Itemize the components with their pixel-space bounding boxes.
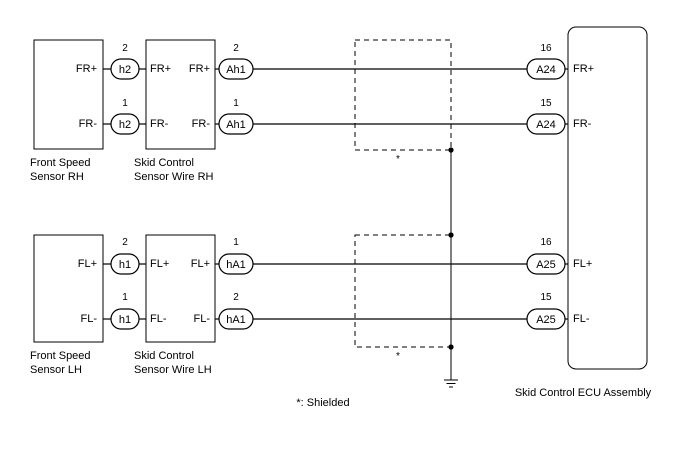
wire-lh-left-fl-minus: FL- xyxy=(150,313,167,325)
connector-ah1-pin2-label: Ah1 xyxy=(226,64,246,76)
sensor-lh-label-line1: Front Speed xyxy=(30,350,91,362)
connector-h2-pin2-label: h2 xyxy=(119,64,131,76)
connector-a24-pin16-label: A24 xyxy=(536,64,556,76)
wire-rh-right-fr-minus: FR- xyxy=(192,118,211,130)
wire-lh-left-fl-plus: FL+ xyxy=(150,258,169,270)
connector-ah1-pin2-number: 2 xyxy=(233,43,239,54)
sensor-lh-label-line2: Sensor LH xyxy=(30,364,82,376)
sensor-lh-pin-fl-minus: FL- xyxy=(81,313,98,325)
connector-h1-pin2-number: 2 xyxy=(122,237,128,248)
shield-rh-mark: * xyxy=(396,154,400,165)
shield-lh-top-junction xyxy=(448,232,454,238)
connector-a25-pin15-number: 15 xyxy=(540,292,552,303)
sensor-wire-rh-label-line1: Skid Control xyxy=(134,157,194,169)
connector-a25-pin16-label: A25 xyxy=(536,259,556,271)
connector-ha1-pin2-label: hA1 xyxy=(226,314,246,326)
sensor-rh-pin-fr-plus: FR+ xyxy=(76,63,97,75)
connector-h1-pin2-label: h1 xyxy=(119,259,131,271)
skid-control-ecu-label: Skid Control ECU Assembly xyxy=(515,387,652,399)
sensor-wire-rh-box xyxy=(145,39,216,150)
shield-lh xyxy=(354,234,452,348)
connector-ah1-pin1-label: Ah1 xyxy=(226,119,246,131)
skid-control-ecu-box xyxy=(567,26,648,370)
wire-lh-right-fl-minus: FL- xyxy=(194,313,211,325)
ecu-pin-fr-minus: FR- xyxy=(573,118,592,130)
ground-icon xyxy=(444,379,458,388)
shield-lh-bottom-junction xyxy=(448,344,454,350)
sensor-wire-rh-label-line2: Sensor Wire RH xyxy=(134,171,214,183)
shield-lh-mark: * xyxy=(396,351,400,362)
front-speed-sensor-rh-box xyxy=(33,39,104,150)
connector-ha1-pin1-label: hA1 xyxy=(226,259,246,271)
sensor-rh-label-line2: Sensor RH xyxy=(30,171,84,183)
shield-rh-junction xyxy=(448,147,454,153)
connector-a24-pin15-number: 15 xyxy=(540,98,552,109)
connector-h2-pin1-label: h2 xyxy=(119,119,131,131)
sensor-rh-label-line1: Front Speed xyxy=(30,157,91,169)
connector-h1-pin1-label: h1 xyxy=(119,314,131,326)
connector-h1-pin1-number: 1 xyxy=(122,292,128,303)
sensor-wire-lh-box xyxy=(145,234,216,343)
connector-ah1-pin1-number: 1 xyxy=(233,98,239,109)
wire-rh-left-fr-plus: FR+ xyxy=(150,63,171,75)
connector-a24-pin16-number: 16 xyxy=(540,43,552,54)
ecu-pin-fl-minus: FL- xyxy=(573,313,590,325)
ecu-pin-fl-plus: FL+ xyxy=(573,258,592,270)
wire-lh-right-fl-plus: FL+ xyxy=(191,258,210,270)
sensor-lh-pin-fl-plus: FL+ xyxy=(78,258,97,270)
sensor-rh-pin-fr-minus: FR- xyxy=(79,118,98,130)
connector-a24-pin15-label: A24 xyxy=(536,119,556,131)
wire-rh-right-fr-plus: FR+ xyxy=(189,63,210,75)
shield-rh xyxy=(354,39,452,151)
shielded-legend: *: Shielded xyxy=(296,397,349,409)
sensor-wire-lh-label-line1: Skid Control xyxy=(134,350,194,362)
connector-h2-pin1-number: 1 xyxy=(122,98,128,109)
connector-ha1-pin1-number: 1 xyxy=(233,237,239,248)
sensor-wire-lh-label-line2: Sensor Wire LH xyxy=(134,364,212,376)
front-speed-sensor-lh-box xyxy=(33,234,104,343)
ecu-pin-fr-plus: FR+ xyxy=(573,63,594,75)
connector-a25-pin16-number: 16 xyxy=(540,237,552,248)
connector-a25-pin15-label: A25 xyxy=(536,314,556,326)
connector-ha1-pin2-number: 2 xyxy=(233,292,239,303)
wire-rh-left-fr-minus: FR- xyxy=(150,118,169,130)
connector-h2-pin2-number: 2 xyxy=(122,43,128,54)
